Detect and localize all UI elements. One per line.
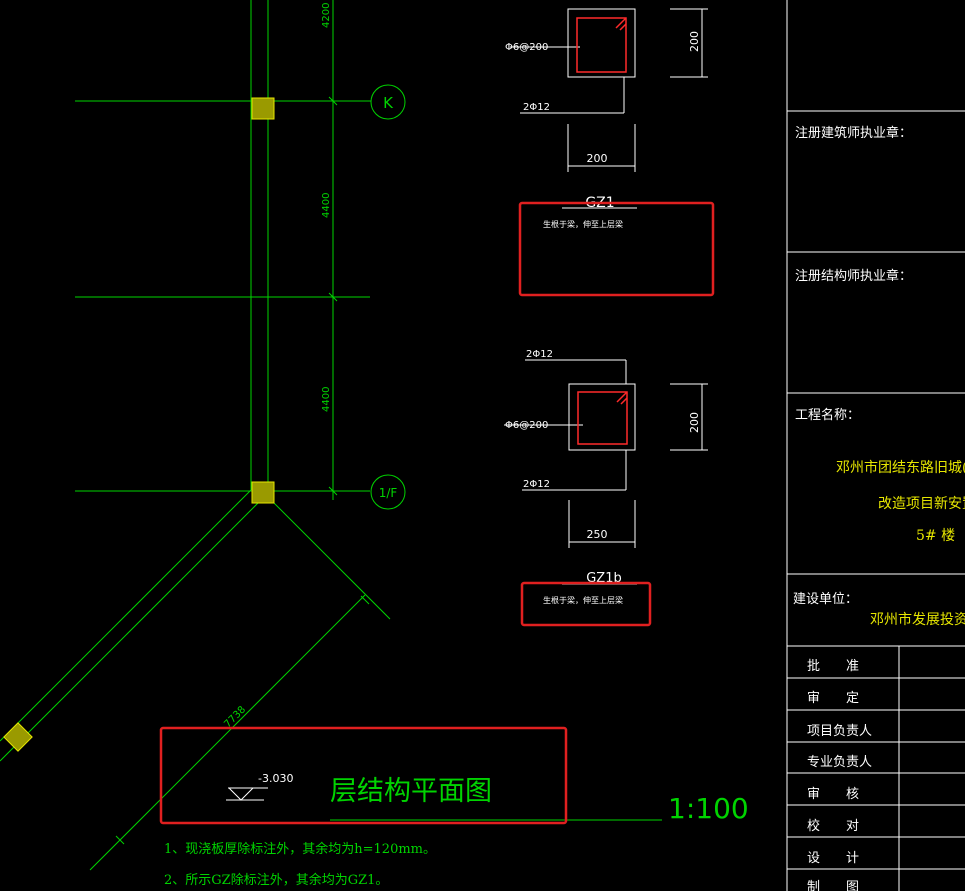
note-2: 2、所示GZ除标注外，其余均为GZ1。 [164,872,388,888]
gz1-width-label: 200 [587,152,608,165]
dim-text-top: 4200 [321,3,332,28]
gz1-stirrup-label: Φ6@200 [505,42,548,53]
gz1-note: 生根于梁，伸至上层梁 [543,219,623,229]
project-name-line-2: 改造项目新安置 [878,496,965,512]
architect-seal-label: 注册建筑师执业章： [795,125,912,141]
section-gz1: Φ6@200 2Φ12 200 200 GZ1 生根于梁，伸至上层梁 [505,8,708,229]
gz1b-note: 生根于梁，伸至上层梁 [543,595,623,605]
plan-title: 层结构平面图 [330,776,492,807]
structural-seal-label: 注册结构师执业章： [795,268,912,284]
diagonal-beam-left-1 [0,489,252,742]
note-1: 1、现浇板厚除标注外，其余均为h=120mm。 [164,841,436,857]
dim-text-low: 4400 [321,387,332,412]
client-label: 建设单位： [793,592,858,607]
diagonal-beam-right [261,490,391,620]
gz1b-rebar-top-label: 2Φ12 [526,349,553,360]
role-discipline-lead: 专业负责人 [807,755,872,770]
gz1b-stirrup-label: Φ6@200 [505,420,548,431]
plan-title-block: -3.030 层结构平面图 1:100 1、现浇板厚除标注外，其余均为h=120… [164,772,749,888]
role-approve: 批 准 [807,659,859,674]
highlight-box-gz1-note[interactable] [518,201,715,297]
role-check: 审 核 [807,787,859,802]
project-name-line-3: 5# 楼 [916,528,955,544]
dim-text-mid: 4400 [321,193,332,218]
plan-scale: 1:100 [668,792,749,825]
gz1b-width-label: 250 [587,528,608,541]
role-drafting: 制 图 [807,880,859,891]
column-1f[interactable] [251,481,275,504]
project-name-line-1: 邓州市团结东路旧城(棚 [836,459,965,476]
gz1b-height-label: 200 [688,412,701,433]
drawing-title-block: 注册建筑师执业章： 注册结构师执业章： 工程名称： 建设单位： 邓州市团结东路旧… [786,0,965,891]
structural-plan [0,0,406,871]
axis-bubble-k[interactable] [370,84,406,120]
role-project-lead: 项目负责人 [807,724,872,739]
gz1-height-label: 200 [688,31,701,52]
axis-label-1f: 1/F [379,486,398,500]
role-review-final: 审 定 [807,691,859,706]
axis-label-k: K [383,94,394,112]
column-k[interactable] [251,97,275,120]
level-elevation: -3.030 [258,772,293,785]
client-value: 邓州市发展投资有 [870,611,965,628]
column-diagonal[interactable] [3,722,33,752]
axis-bubble-1f[interactable] [370,474,406,510]
gz1b-rebar-bottom-label: 2Φ12 [523,479,550,490]
highlight-boxes [159,201,715,825]
diagonal-beam-left-2 [0,490,271,762]
role-proof: 校 对 [807,818,859,834]
highlight-box-plan-title[interactable] [159,726,568,825]
gz1-rebar-label: 2Φ12 [523,102,550,113]
highlight-box-gz1b-note[interactable] [520,581,652,627]
plan-columns [3,97,275,752]
project-name-label: 工程名称： [795,407,860,423]
approval-roles: 批 准 审 定 项目负责人 专业负责人 审 核 校 对 设 计 制 图 [807,659,872,891]
diagonal-dimension-line [89,594,366,871]
role-design: 设 计 [807,851,859,866]
